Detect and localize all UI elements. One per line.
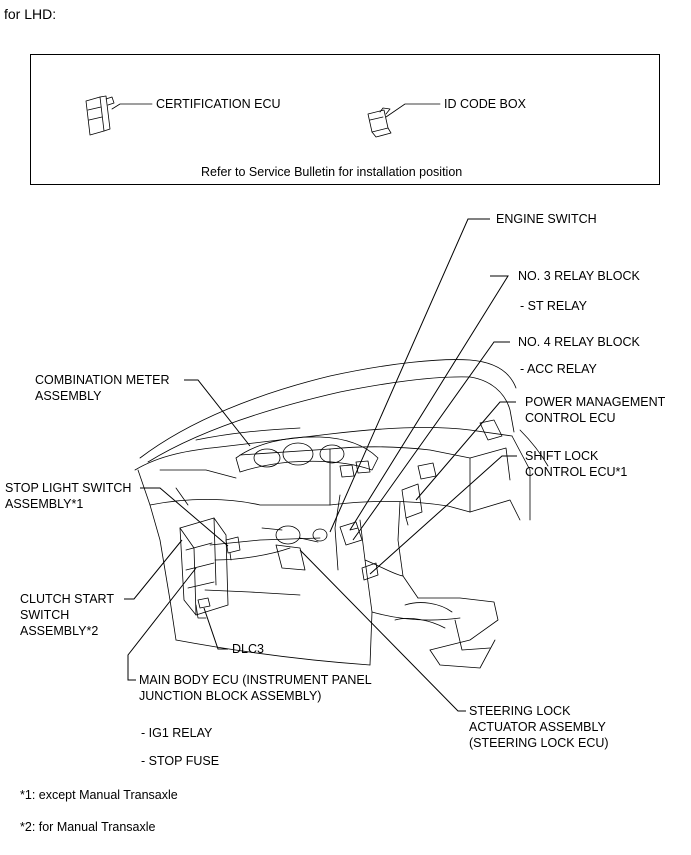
main-body-leader bbox=[127, 567, 197, 681]
power-management-ecu-illustration bbox=[401, 483, 423, 526]
power-mgmt-leader bbox=[415, 401, 516, 501]
id-code-box-leader bbox=[385, 103, 441, 118]
stop-fuse-label: - STOP FUSE bbox=[141, 754, 220, 768]
reference-box bbox=[30, 54, 660, 185]
certification-ecu-leader bbox=[111, 103, 153, 110]
instrument-panel-outline bbox=[134, 359, 549, 669]
dlc3-label: DLC3 bbox=[232, 642, 264, 656]
clutch-start-label-2: SWITCH bbox=[20, 608, 70, 622]
heading: for LHD: bbox=[4, 6, 57, 22]
relay3-label: NO. 3 RELAY BLOCK bbox=[518, 269, 640, 283]
steering-lock-label-3: (STEERING LOCK ECU) bbox=[469, 736, 609, 750]
shift-lock-leader bbox=[369, 455, 517, 575]
clutch-start-label-3: ASSEMBLY*2 bbox=[20, 624, 99, 638]
power-mgmt-label-1: POWER MANAGEMENT bbox=[525, 395, 666, 409]
combination-meter-illustration bbox=[235, 436, 379, 478]
shift-lock-ecu-illustration bbox=[361, 562, 379, 581]
ig1-relay-label: - IG1 RELAY bbox=[141, 726, 213, 740]
shift-lock-label-2: CONTROL ECU*1 bbox=[525, 465, 628, 479]
stop-light-label-1: STOP LIGHT SWITCH bbox=[5, 481, 132, 495]
stop-light-leader bbox=[140, 487, 229, 547]
stop-light-switch-illustration bbox=[225, 536, 241, 561]
footnote-1: *1: except Manual Transaxle bbox=[20, 788, 178, 802]
relay-block-illustration bbox=[339, 521, 363, 546]
steering-lock-label-1: STEERING LOCK bbox=[469, 704, 571, 718]
id-code-box-label: ID CODE BOX bbox=[444, 97, 526, 111]
shift-lock-label-1: SHIFT LOCK bbox=[525, 449, 599, 463]
dlc3-leader bbox=[203, 607, 228, 650]
certification-ecu-label: CERTIFICATION ECU bbox=[156, 97, 281, 111]
stop-light-label-2: ASSEMBLY*1 bbox=[5, 497, 84, 511]
reference-note: Refer to Service Bulletin for installati… bbox=[201, 165, 463, 179]
main-body-label-2: JUNCTION BLOCK ASSEMBLY) bbox=[139, 689, 322, 703]
relay4-leader bbox=[352, 341, 510, 541]
power-mgmt-label-2: CONTROL ECU bbox=[525, 411, 616, 425]
engine-switch-label: ENGINE SWITCH bbox=[496, 212, 597, 226]
combo-meter-label-2: ASSEMBLY bbox=[35, 389, 102, 403]
clutch-start-leader bbox=[124, 539, 183, 600]
steering-lock-leader bbox=[299, 549, 466, 712]
id-code-box-illustration bbox=[367, 107, 392, 138]
steering-column-illustration bbox=[261, 525, 328, 571]
steering-lock-label-2: ACTUATOR ASSEMBLY bbox=[469, 720, 606, 734]
main-body-label-1: MAIN BODY ECU (INSTRUMENT PANEL bbox=[139, 673, 372, 687]
main-body-ecu-illustration bbox=[179, 517, 229, 619]
footnote-2: *2: for Manual Transaxle bbox=[20, 820, 156, 834]
combo-meter-label-1: COMBINATION METER bbox=[35, 373, 170, 387]
clutch-start-label-1: CLUTCH START bbox=[20, 592, 114, 606]
relay3-leader bbox=[349, 275, 509, 531]
relay4-sub-label: - ACC RELAY bbox=[520, 362, 597, 376]
certification-ecu-illustration bbox=[85, 95, 115, 136]
relay4-label: NO. 4 RELAY BLOCK bbox=[518, 335, 640, 349]
combo-meter-leader bbox=[184, 379, 251, 447]
relay3-sub-label: - ST RELAY bbox=[520, 299, 587, 313]
engine-switch-leader bbox=[329, 218, 490, 533]
